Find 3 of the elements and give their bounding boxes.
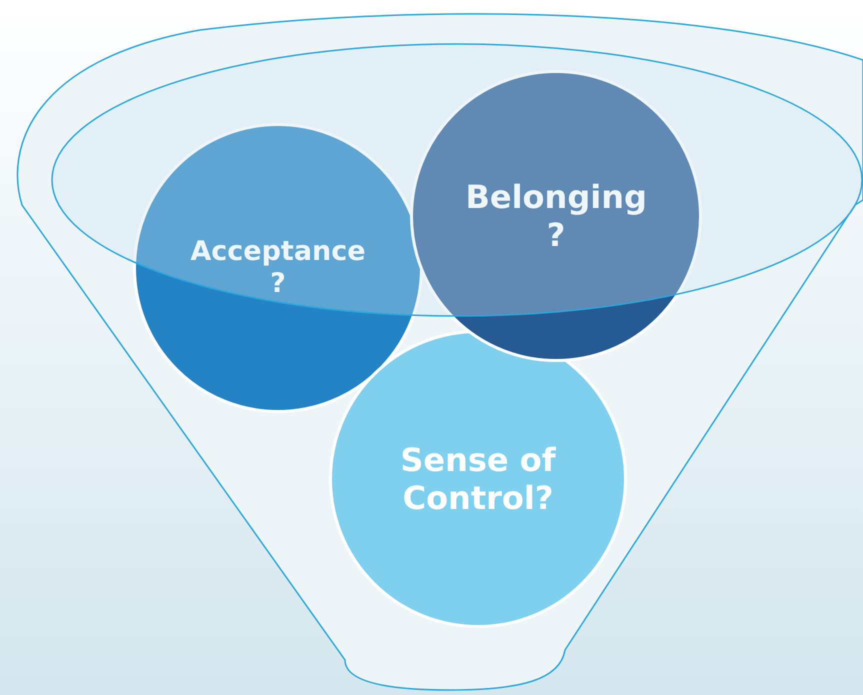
circle-label: Belonging ? [465,178,647,254]
circle-label: Acceptance ? [189,236,367,300]
circle-label: Sense of Control? [399,440,557,518]
